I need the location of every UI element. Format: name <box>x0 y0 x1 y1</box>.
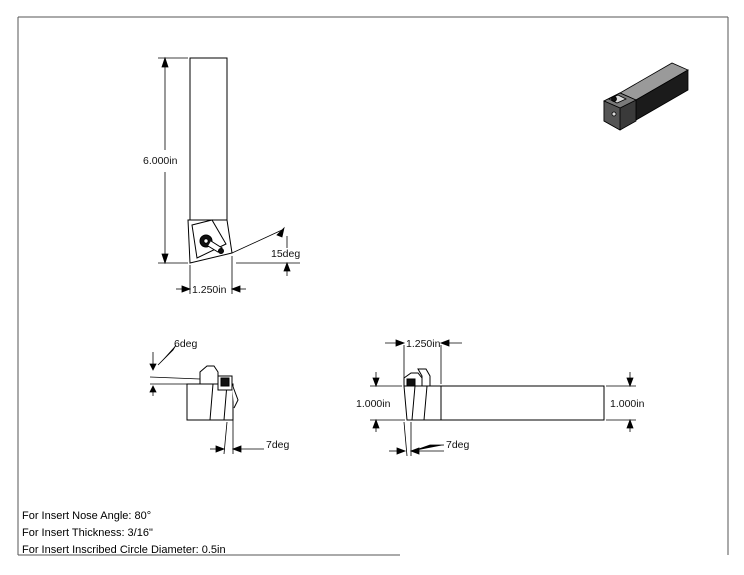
front-height-dim-label: 6.000in <box>143 155 178 167</box>
long-view-clamp <box>403 368 431 387</box>
side-view-clamp <box>199 365 239 409</box>
side-bottom-angle-dim-lines <box>210 408 264 455</box>
side-bottom-angle-dim-label: 7deg <box>266 439 290 451</box>
long-width-dim-label: 1.250in <box>406 338 441 350</box>
isometric-view <box>603 62 689 131</box>
note-inscribed-circle: For Insert Inscribed Circle Diameter: 0.… <box>22 544 226 556</box>
insert-notes: For Insert Nose Angle: 80° For Insert Th… <box>22 508 226 559</box>
side-view: 6deg 7deg <box>149 338 290 455</box>
front-width-dim-lines <box>176 256 246 294</box>
long-left-height-dim-lines <box>370 372 405 432</box>
note-nose-angle: For Insert Nose Angle: 80° <box>22 510 152 522</box>
side-top-angle-dim-label: 6deg <box>174 338 198 350</box>
note-thickness: For Insert Thickness: 3/16" <box>22 527 153 539</box>
front-height-dim-lines <box>158 56 188 265</box>
long-right-height-dim-label: 1.000in <box>610 398 645 410</box>
long-width-dim-lines <box>385 339 462 384</box>
side-top-angle-dim-lines <box>149 344 201 396</box>
long-bottom-angle-dim-lines <box>389 421 444 457</box>
long-left-height-dim-label: 1.000in <box>356 398 391 410</box>
front-view: 6.000in 1.250in 15deg <box>143 56 300 296</box>
front-width-dim-label: 1.250in <box>192 284 227 296</box>
front-view-insert <box>191 219 227 259</box>
long-right-height-dim-lines <box>606 372 636 432</box>
front-angle-dim-label: 15deg <box>271 248 300 260</box>
long-view-body <box>403 385 605 421</box>
front-angle-dim-lines <box>231 226 300 276</box>
sheet-border <box>17 16 729 556</box>
long-view: 1.250in 1.000in 1.000in <box>356 338 645 457</box>
long-bottom-angle-dim-label: 7deg <box>446 439 470 451</box>
